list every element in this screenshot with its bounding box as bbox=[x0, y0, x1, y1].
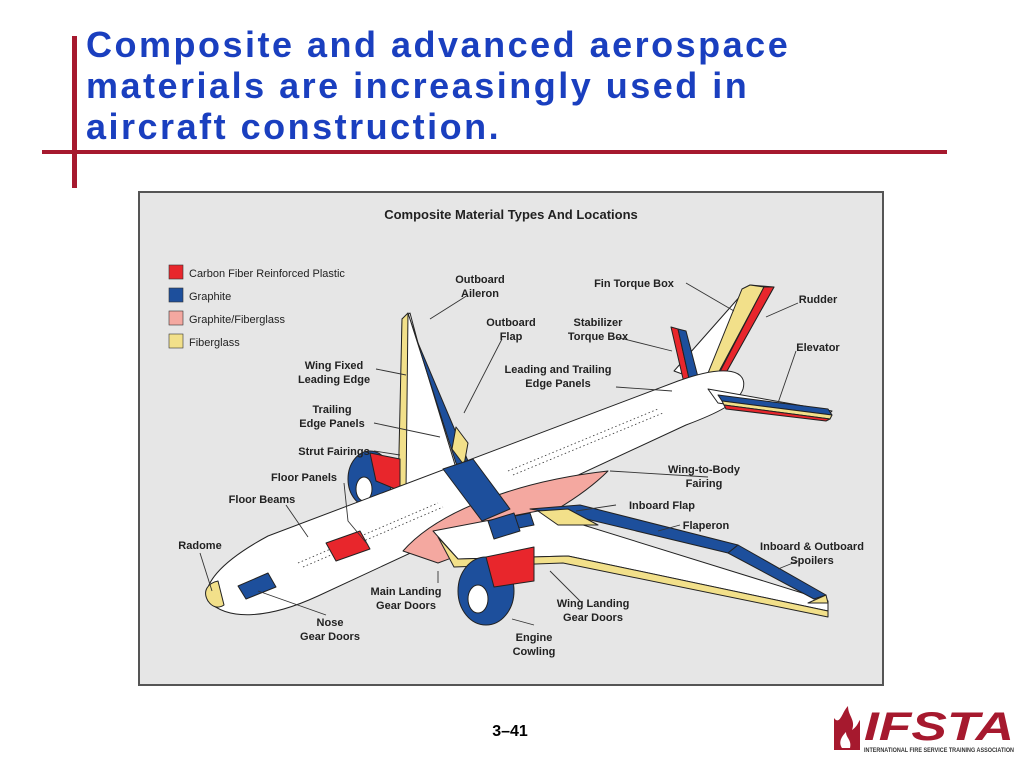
callout-rudder: Rudder bbox=[799, 294, 838, 306]
legend-label: Fiberglass bbox=[189, 337, 240, 349]
legend-item: Graphite/Fiberglass bbox=[168, 310, 285, 326]
stabilizer-carbon-fiber bbox=[723, 404, 831, 422]
main-landing-gear-doors-graphite bbox=[487, 512, 521, 540]
legend-label: Graphite bbox=[189, 291, 231, 303]
legend-swatch-graphite bbox=[168, 287, 184, 303]
callout-fin-torque-box: Fin Torque Box bbox=[594, 278, 675, 290]
page-number: 3–41 bbox=[492, 723, 528, 740]
callout-inboard-flap: Inboard Flap bbox=[629, 500, 695, 512]
slide-title-line: materials are increasingly used in bbox=[86, 65, 750, 106]
legend-item: Graphite bbox=[168, 287, 231, 303]
legend-item: Carbon Fiber Reinforced Plastic bbox=[168, 264, 345, 280]
ifsta-logo: IFSTA INTERNATIONAL FIRE SERVICE TRAININ… bbox=[834, 705, 1014, 754]
logo-wordmark: IFSTA bbox=[864, 705, 1014, 749]
legend-label: Carbon Fiber Reinforced Plastic bbox=[189, 268, 345, 280]
legend-swatch-carbon-fiber bbox=[168, 264, 184, 280]
right-engine-inlet bbox=[467, 584, 489, 614]
callout-leader-lines bbox=[199, 282, 799, 626]
legend-swatch-graphite-fiberglass bbox=[168, 310, 184, 326]
slide-title-line: Composite and advanced aerospace bbox=[86, 24, 791, 65]
composite-materials-diagram: Composite Material Types And Locations C… bbox=[138, 191, 884, 686]
legend: Carbon Fiber Reinforced Plastic Graphite… bbox=[168, 264, 345, 349]
center-wing-box-graphite bbox=[442, 458, 511, 522]
flame-icon bbox=[834, 706, 860, 750]
legend-swatch-fiberglass bbox=[168, 333, 184, 349]
slide-title-line: aircraft construction. bbox=[86, 106, 502, 147]
aircraft-illustration bbox=[205, 284, 833, 626]
cabin-windows bbox=[297, 408, 664, 568]
right-engine-strut-fairing bbox=[485, 546, 535, 588]
callout-floor-beams: Floor Beams bbox=[229, 494, 296, 506]
right-wing-outboard-spoilers-graphite bbox=[727, 544, 827, 600]
logo-tagline: INTERNATIONAL FIRE SERVICE TRAINING ASSO… bbox=[864, 748, 1014, 754]
callout-flaperon: Flaperon bbox=[683, 520, 730, 532]
callout-strut-fairings: Strut Fairings bbox=[298, 446, 370, 458]
title-accent-vertical-line bbox=[72, 36, 77, 188]
callout-radome: Radome bbox=[178, 540, 221, 552]
radome-fiberglass bbox=[205, 580, 225, 608]
slide-title: Composite and advanced aerospace materia… bbox=[86, 24, 946, 147]
right-wing-tip-fiberglass bbox=[807, 594, 829, 604]
diagram-title: Composite Material Types And Locations bbox=[384, 207, 638, 222]
legend-item: Fiberglass bbox=[168, 333, 240, 349]
nose-gear-doors-graphite bbox=[237, 572, 277, 600]
right-wing-flaperon-fiberglass bbox=[537, 508, 599, 526]
callout-elevator: Elevator bbox=[796, 342, 840, 354]
callout-floor-panels: Floor Panels bbox=[271, 472, 337, 484]
floor-panels-carbon-fiber bbox=[325, 530, 371, 562]
title-accent-horizontal-line bbox=[42, 150, 947, 154]
legend-label: Graphite/Fiberglass bbox=[189, 314, 285, 326]
